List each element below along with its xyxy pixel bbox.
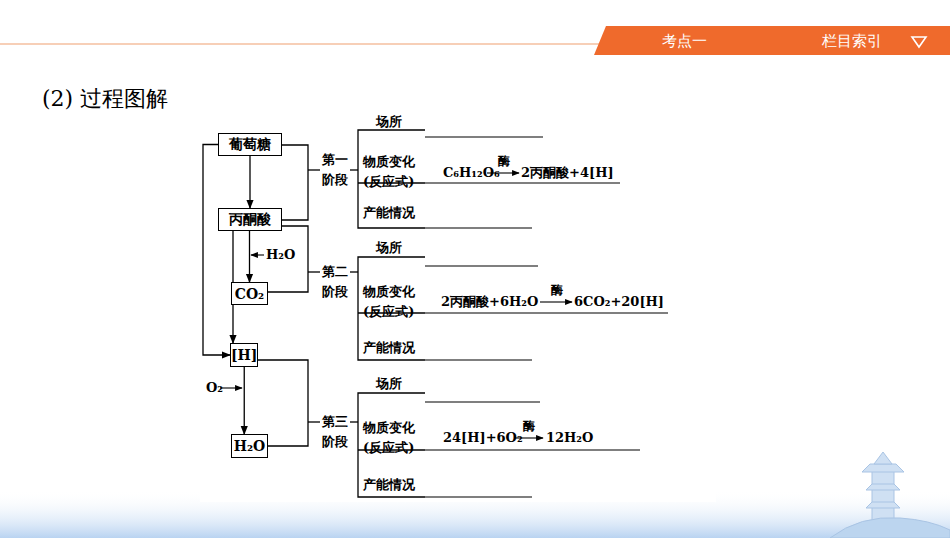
- stage-name: 第一 阶段: [322, 150, 350, 190]
- blank-answer-lines: [425, 137, 668, 497]
- box-text: CO₂: [235, 286, 264, 302]
- enzyme-label: 酶: [498, 151, 510, 171]
- row-label: 物质变化 (反应式): [363, 418, 419, 458]
- flow-arrow: [249, 156, 250, 208]
- enzyme-label: 酶: [551, 280, 563, 300]
- box-text: 丙酮酸: [229, 211, 271, 229]
- equation-part: 2丙酮酸+6H₂O: [441, 292, 538, 312]
- row-label: 产能情况: [363, 475, 415, 495]
- stage-name: 第二 阶段: [322, 262, 350, 302]
- equation-part: 2丙酮酸+4[H]: [521, 163, 614, 183]
- footer-band: [0, 490, 950, 538]
- row-label: 场所: [376, 112, 402, 132]
- stage-name: 第三 阶段: [322, 412, 350, 452]
- box-text: [H]: [231, 347, 257, 363]
- input-label: O₂: [206, 378, 223, 398]
- tower-illustration: [830, 452, 950, 538]
- row-label: 场所: [376, 374, 402, 394]
- row-label: 场所: [376, 238, 402, 258]
- process-box: 葡萄糖: [218, 133, 282, 156]
- equation-part: C₆H₁₂O₆: [443, 163, 500, 183]
- row-label: 产能情况: [363, 338, 415, 358]
- row-label: 物质变化 (反应式): [363, 152, 419, 192]
- flow-arrow: [249, 231, 250, 282]
- header-bar: [594, 26, 950, 55]
- box-text: 葡萄糖: [229, 136, 271, 154]
- process-box: 丙酮酸: [218, 208, 282, 231]
- diagram-panel: [200, 108, 716, 502]
- equation-part: 12H₂O: [546, 428, 593, 448]
- header-rule: [0, 43, 600, 44]
- process-box: CO₂: [231, 282, 268, 305]
- equation-part: 24[H]+6O₂: [443, 428, 523, 448]
- flow-arrow: [203, 145, 230, 356]
- row-label: 产能情况: [363, 203, 415, 223]
- header-tab: 考点一: [662, 31, 707, 51]
- box-text: H₂O: [234, 438, 266, 454]
- process-box: [H]: [230, 343, 258, 367]
- process-box: H₂O: [231, 434, 268, 458]
- flow-arrow: [244, 367, 245, 434]
- enzyme-label: 酶: [523, 416, 535, 436]
- slide-title: (2) 过程图解: [42, 84, 168, 114]
- bracket-lines: [258, 130, 425, 497]
- equation-part: 6CO₂+20[H]: [574, 292, 664, 312]
- header-tab: 栏目索引: [822, 31, 882, 51]
- input-label: H₂O: [266, 245, 295, 265]
- row-label: 物质变化 (反应式): [363, 282, 419, 322]
- dropdown-triangle: [912, 37, 926, 47]
